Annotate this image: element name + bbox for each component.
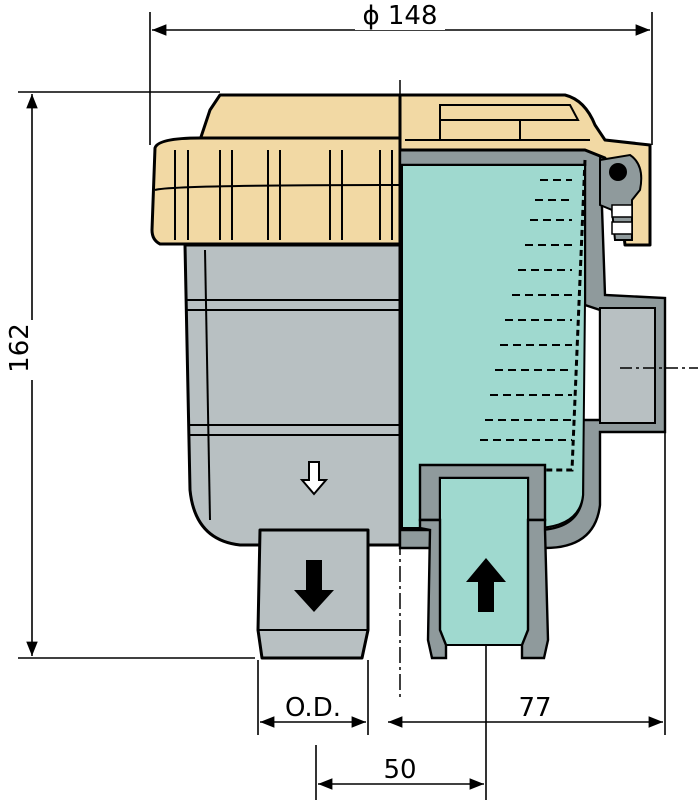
lid-ring bbox=[150, 136, 402, 246]
offset-dimension: 50 bbox=[315, 640, 487, 800]
height-dimension: 162 bbox=[5, 91, 255, 659]
outlet-arrow-icon bbox=[294, 560, 334, 612]
od-dimension: O.D. bbox=[257, 660, 369, 735]
height-label: 162 bbox=[5, 323, 35, 373]
flow-arrow-small-icon bbox=[299, 461, 329, 496]
exterior-half bbox=[150, 93, 402, 660]
inlet-port bbox=[599, 307, 656, 424]
seal-ring bbox=[609, 163, 627, 181]
section-half bbox=[398, 93, 698, 660]
lid-inner-cap bbox=[439, 104, 580, 121]
lid-ribs bbox=[154, 150, 401, 240]
lid-dome bbox=[198, 93, 402, 142]
bowl-exterior bbox=[183, 243, 402, 547]
offset-label: 50 bbox=[383, 755, 416, 785]
diameter-dimension: ϕ 148 bbox=[149, 1, 653, 145]
od-label: O.D. bbox=[285, 693, 341, 723]
inlet-arrow-icon bbox=[466, 558, 506, 612]
filter-screen-mesh bbox=[480, 179, 572, 441]
half-width-label: 77 bbox=[518, 693, 551, 723]
diameter-label: ϕ 148 bbox=[362, 1, 437, 31]
